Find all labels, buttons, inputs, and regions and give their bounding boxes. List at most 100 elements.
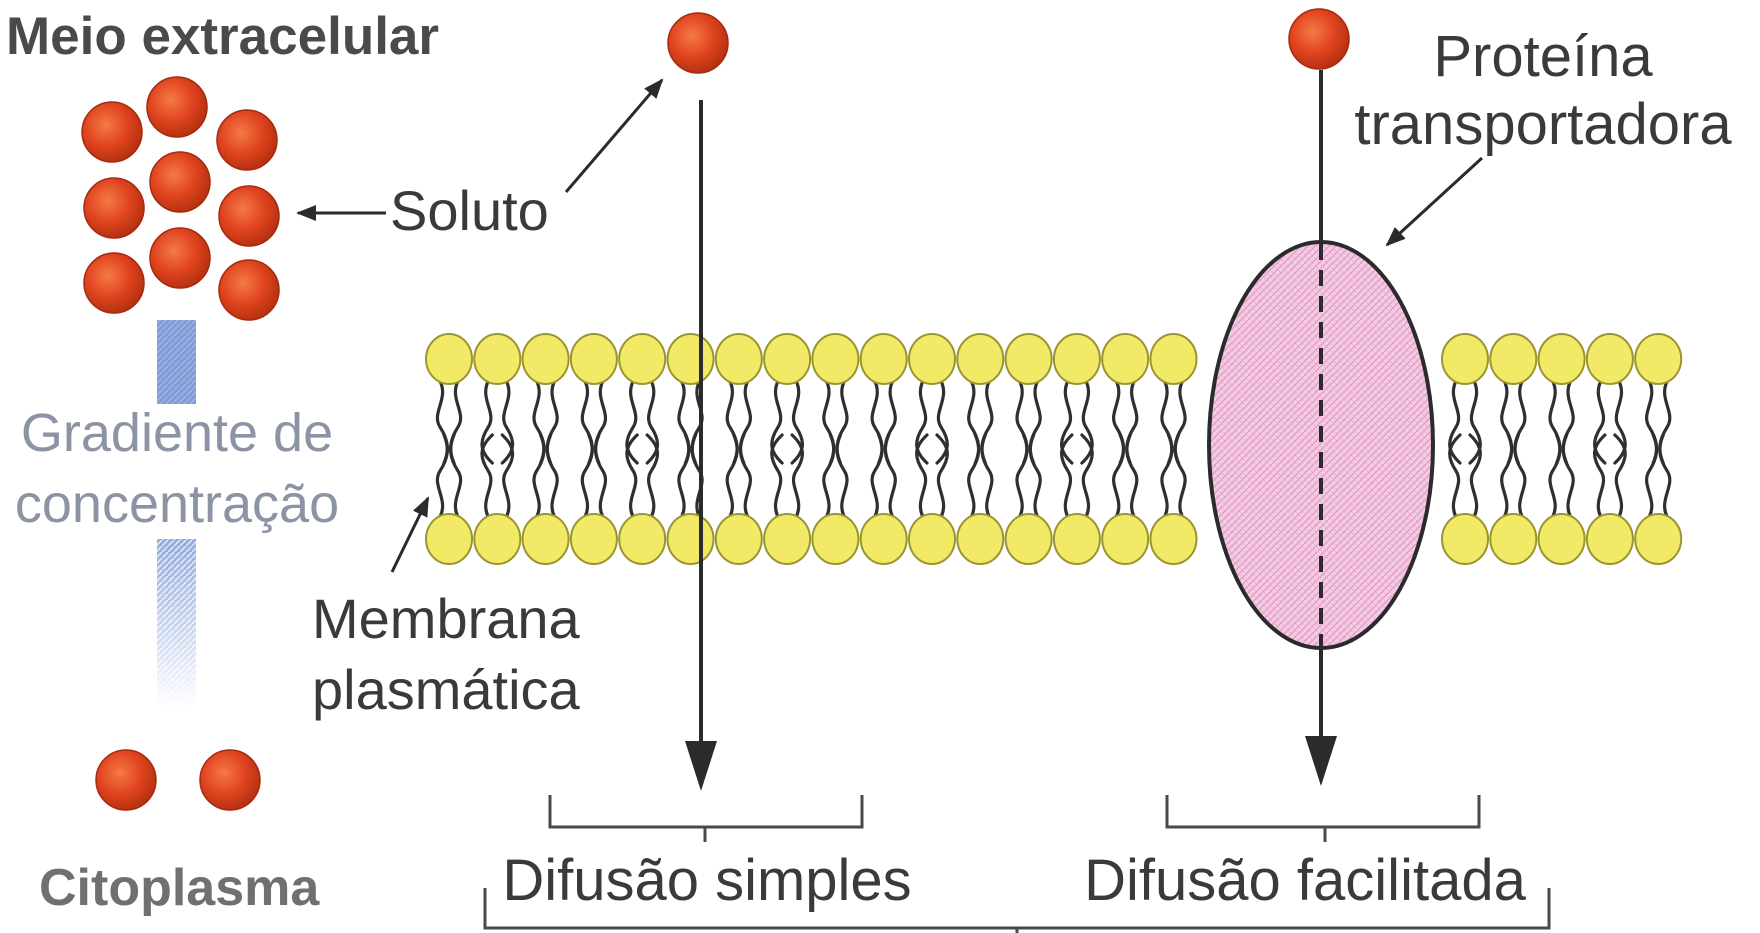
lipid-tail (937, 435, 947, 517)
gradient-label-line2: concentração (15, 474, 339, 534)
lipid-head (426, 334, 472, 384)
facilitated-diffusion-bracket (1167, 795, 1479, 842)
lipid-tail (824, 435, 834, 517)
lipid-tail (740, 435, 750, 517)
solute-particle (219, 260, 279, 320)
lipid-tail (582, 435, 592, 517)
lipid-head (1442, 334, 1488, 384)
lipid-tail (451, 435, 461, 517)
lipid-tail (1127, 435, 1137, 517)
lipid-head (1587, 334, 1633, 384)
lipid-tail (1502, 435, 1512, 517)
lipid-head (1102, 334, 1148, 384)
lipid-heads (426, 334, 1681, 564)
lipid-tail (1595, 435, 1605, 517)
lipid-tail (437, 435, 447, 517)
lipid-tail (1515, 435, 1525, 517)
lipid-head (716, 514, 762, 564)
solute-particle (200, 750, 260, 810)
lipid-tail (1647, 435, 1657, 517)
lipid-head (1442, 514, 1488, 564)
extracellular-label: Meio extracelular (6, 7, 439, 66)
lipid-head (1102, 514, 1148, 564)
lipid-tail (982, 435, 992, 517)
solute-particle (668, 13, 728, 73)
lipid-head (909, 514, 955, 564)
lipid-head (957, 334, 1003, 384)
solute-particle (150, 152, 210, 212)
lipid-head (1151, 514, 1197, 564)
solute-pointer-to-particle (566, 80, 662, 192)
lipid-tail (627, 435, 637, 517)
simple-diffusion-label: Difusão simples (502, 848, 911, 913)
cytoplasm-label: Citoplasma (39, 859, 320, 917)
lipid-head (474, 514, 520, 564)
solute-particle (84, 178, 144, 238)
lipid-tail (679, 435, 689, 517)
protein-label-line1: Proteína (1433, 24, 1653, 89)
protein-label-line2: transportadora (1354, 92, 1732, 157)
lipid-head (1490, 334, 1536, 384)
lipid-tail (837, 435, 847, 517)
lipid-tail (917, 435, 927, 517)
lipid-head (1006, 514, 1052, 564)
lipid-head (861, 514, 907, 564)
solute-particle (1289, 9, 1349, 69)
solute-particle (96, 750, 156, 810)
solute-particle (150, 228, 210, 288)
lipid-head (812, 514, 858, 564)
lipid-tail (727, 435, 737, 517)
facilitated-diffusion-arrow-head (1305, 736, 1337, 786)
solute-particle (84, 253, 144, 313)
lipid-head (571, 334, 617, 384)
extracellular-solute-cluster (82, 77, 279, 320)
lipid-tail (482, 435, 492, 517)
lipid-head (426, 514, 472, 564)
lipid-head (716, 334, 762, 384)
lipid-tail (772, 435, 782, 517)
lipid-tail (534, 435, 544, 517)
lipid-tail (792, 435, 802, 517)
lipid-head (1006, 334, 1052, 384)
lipid-tail (1082, 435, 1092, 517)
lipid-head (812, 334, 858, 384)
solute-particle (217, 110, 277, 170)
lipid-head (764, 334, 810, 384)
lipid-head (1054, 334, 1100, 384)
lipid-tail (1017, 435, 1027, 517)
lipid-head (523, 514, 569, 564)
lipid-head (619, 334, 665, 384)
lipid-tail (1450, 435, 1460, 517)
membrane-label-line1: Membrana (312, 587, 581, 650)
cytoplasm-solute-group (96, 750, 260, 810)
lipid-head (1490, 514, 1536, 564)
lipid-head (523, 334, 569, 384)
lipid-head (1635, 334, 1681, 384)
gradient-bar-top-hatch (157, 320, 196, 404)
lipid-head (1151, 334, 1197, 384)
lipid-head (1054, 514, 1100, 564)
gradient-bar-bottom-hatch (157, 539, 196, 707)
lipid-bilayer (426, 334, 1681, 564)
lipid-tail (596, 435, 606, 517)
lipid-tails (437, 381, 1669, 517)
facilitated-diffusion-label: Difusão facilitada (1084, 848, 1526, 913)
lipid-head (668, 334, 714, 384)
lipid-tail (547, 435, 557, 517)
lipid-head (909, 334, 955, 384)
gradient-label-line1: Gradiente de (21, 403, 333, 463)
lipid-tail (872, 435, 882, 517)
lipid-tail (1162, 435, 1172, 517)
membrane-pointer (392, 498, 428, 572)
membrane-label-line2: plasmática (312, 658, 581, 721)
solute-particle (82, 102, 142, 162)
lipid-head (619, 514, 665, 564)
lipid-tail (502, 435, 512, 517)
protein-pointer (1387, 158, 1482, 245)
lipid-tail (1615, 435, 1625, 517)
lipid-tail (1062, 435, 1072, 517)
lipid-head (474, 334, 520, 384)
solute-label: Soluto (390, 179, 549, 242)
solute-particle (147, 77, 207, 137)
